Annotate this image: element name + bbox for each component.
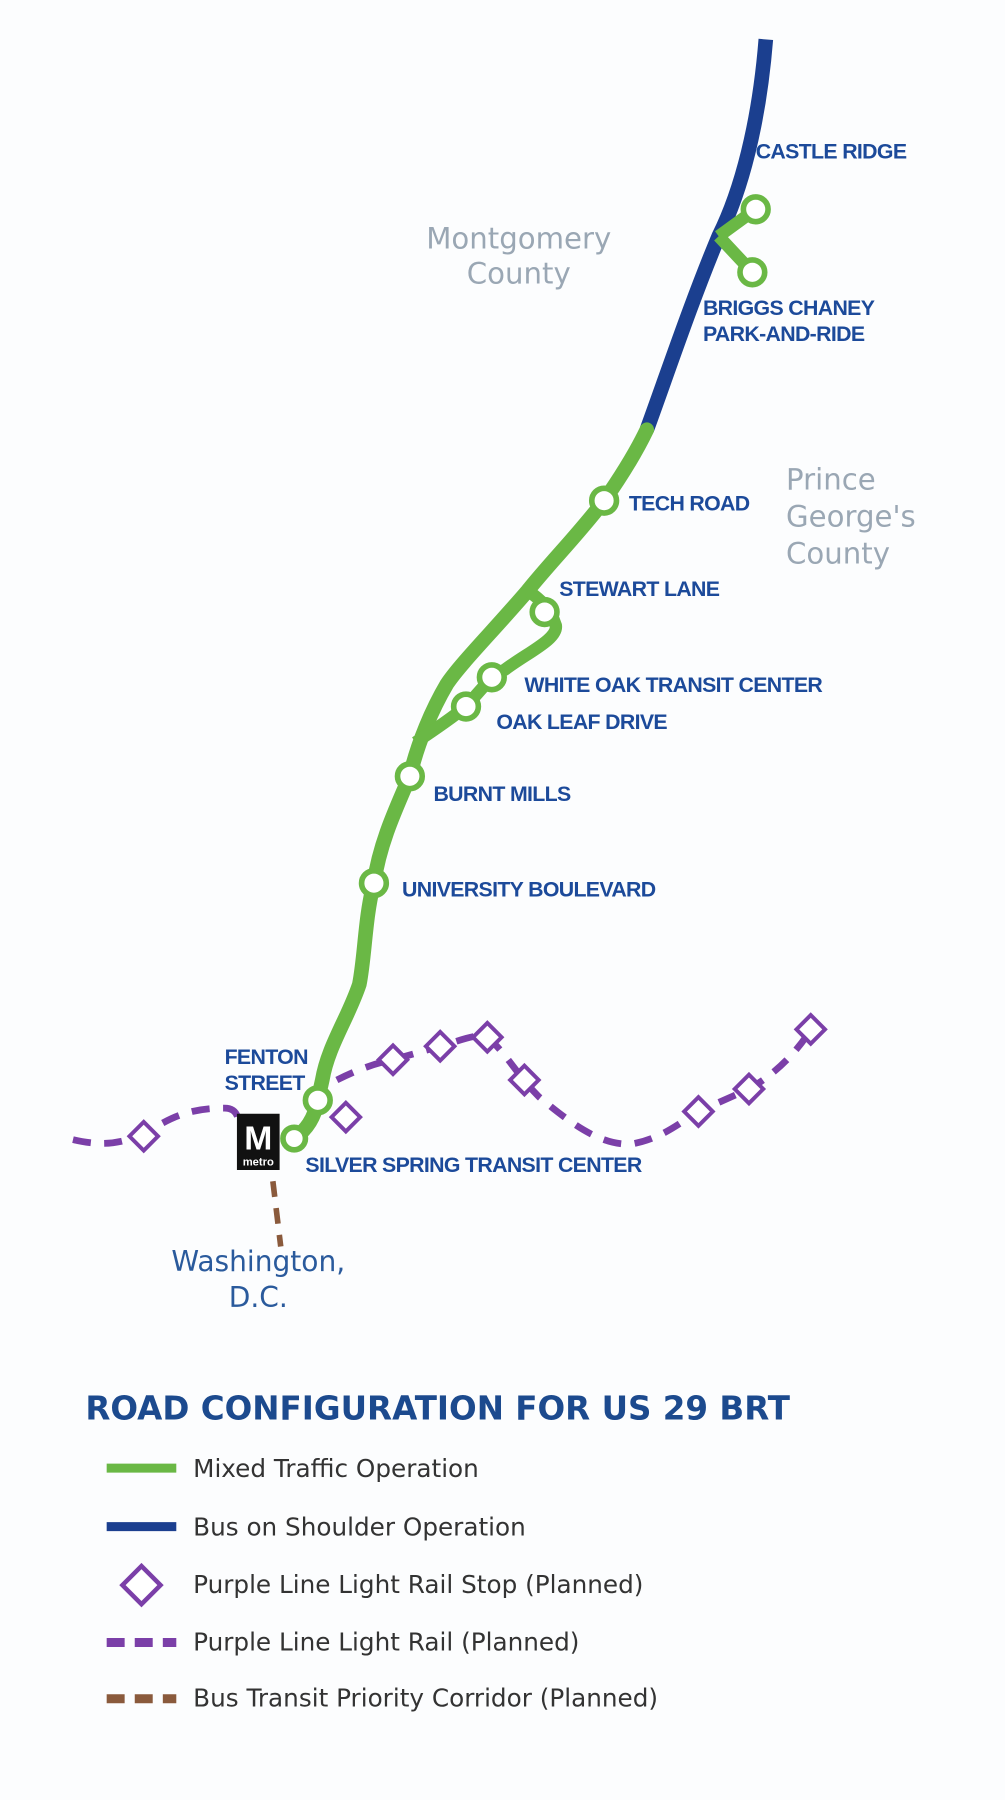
purple-line-stop-icon: [507, 1062, 542, 1098]
region-label: County: [467, 256, 571, 290]
station-white-oak-icon[interactable]: [476, 662, 507, 693]
region-label: County: [786, 537, 890, 571]
station-tech-road-icon[interactable]: [588, 485, 620, 516]
region-label: George's: [786, 499, 916, 533]
station-silver-spring-icon[interactable]: [280, 1124, 309, 1153]
station-burnt-mills-icon[interactable]: [394, 761, 426, 792]
station-oak-leaf-icon[interactable]: [450, 691, 482, 722]
purple-line-stop-icon: [731, 1071, 767, 1107]
station-fenton-icon[interactable]: [302, 1085, 333, 1116]
station-label: WHITE OAK TRANSIT CENTER: [524, 673, 822, 697]
bus-priority-corridor: [270, 1180, 284, 1247]
station-label: BURNT MILLS: [433, 782, 571, 806]
purple-line-stop-icon: [375, 1042, 411, 1077]
station-university-icon[interactable]: [358, 867, 390, 899]
legend-label: Mixed Traffic Operation: [193, 1454, 479, 1483]
legend-label: Bus Transit Priority Corridor (Planned): [193, 1684, 658, 1713]
station-label: STEWART LANE: [559, 577, 720, 601]
svg-text:metro: metro: [243, 1156, 274, 1168]
legend-bus-shoulder-swatch: [106, 1522, 177, 1532]
station-briggs-chaney-icon[interactable]: [737, 257, 768, 288]
station-label: CASTLE RIDGE: [756, 140, 907, 164]
purple-line-stop-icon: [126, 1119, 161, 1154]
region-label: Montgomery: [426, 222, 611, 256]
legend-label: Purple Line Light Rail Stop (Planned): [193, 1570, 643, 1599]
metro-logo-icon: M metro: [236, 1113, 280, 1170]
purple-line-stop-icon: [328, 1100, 363, 1135]
station-castle-ridge-icon[interactable]: [740, 194, 771, 225]
station-stewart-lane-icon[interactable]: [529, 596, 560, 628]
legend-mixed-traffic-swatch: [106, 1463, 177, 1473]
legend-label: Bus on Shoulder Operation: [193, 1513, 526, 1542]
station-label: UNIVERSITY BOULEVARD: [402, 878, 656, 902]
purple-line-stop-icon: [681, 1094, 716, 1129]
station-label: FENTON: [225, 1045, 308, 1069]
legend: Mixed Traffic Operation Bus on Shoulder …: [106, 1454, 658, 1713]
station-label: TECH ROAD: [629, 492, 750, 516]
station-label: SILVER SPRING TRANSIT CENTER: [305, 1153, 641, 1177]
purple-line-stop-icon: [470, 1020, 505, 1055]
svg-text:M: M: [244, 1120, 272, 1158]
legend-title: ROAD CONFIGURATION FOR US 29 BRT: [85, 1390, 790, 1428]
bus-on-shoulder-line: [639, 38, 774, 433]
purple-line-stop-icon: [793, 1012, 828, 1047]
region-label: Prince: [786, 462, 876, 496]
station-label: STREET: [225, 1071, 306, 1095]
region-label: D.C.: [229, 1281, 288, 1314]
station-label: BRIGGS CHANEY: [703, 296, 875, 320]
legend-label: Purple Line Light Rail (Planned): [193, 1627, 579, 1656]
station-label: OAK LEAF DRIVE: [496, 710, 667, 734]
legend-purple-stop-icon: [119, 1562, 164, 1608]
purple-line-stop-icon: [423, 1029, 458, 1064]
region-label: Washington,: [171, 1245, 345, 1278]
station-label: PARK-AND-RIDE: [703, 322, 865, 346]
